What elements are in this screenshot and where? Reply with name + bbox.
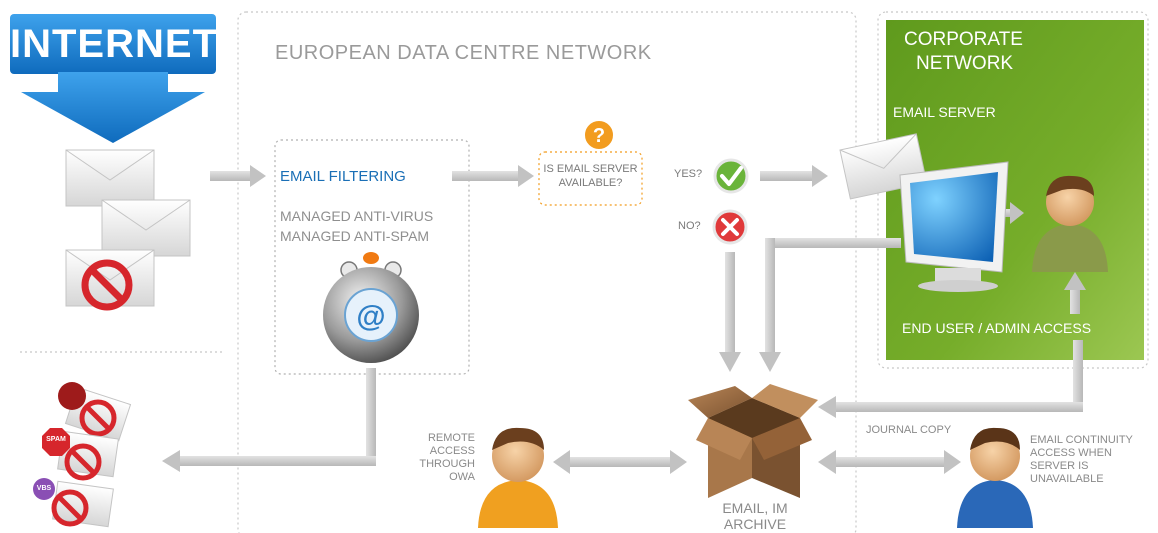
internet-arrow <box>10 14 216 143</box>
corporate-title-line2: NETWORK <box>916 53 1014 74</box>
filtering-title: EMAIL FILTERING <box>280 168 406 185</box>
continuity-line3: SERVER IS <box>1030 460 1089 472</box>
decision-question-line1: IS EMAIL SERVER <box>543 163 638 175</box>
svg-text:?: ? <box>593 125 605 147</box>
owa-user-icon <box>478 427 558 528</box>
arrow-no-to-archive <box>719 252 741 372</box>
journal-copy-label: JOURNAL COPY <box>866 424 952 436</box>
arrow-journal-copy <box>818 340 1083 418</box>
rejected-virus-envelope <box>58 382 132 442</box>
archive-line2: ARCHIVE <box>723 516 787 532</box>
filtering-box <box>274 139 470 375</box>
arrow-filter-to-rejected <box>162 368 376 472</box>
arrow-server-to-archive <box>759 238 901 372</box>
question-icon: ? <box>583 119 615 151</box>
decision-box <box>538 151 643 206</box>
filtering-antispam: MANAGED ANTI-SPAM <box>280 228 430 244</box>
arrow-internet-to-filter <box>210 165 266 187</box>
internet-label: INTERNET <box>10 22 218 66</box>
incoming-envelopes <box>65 149 191 311</box>
decision-no: NO? <box>678 220 701 232</box>
archive-box-icon <box>688 384 818 498</box>
spam-badge: SPAM <box>46 436 66 443</box>
archive-line1: EMAIL, IM <box>722 500 788 516</box>
datacentre-title: EUROPEAN DATA CENTRE NETWORK <box>275 42 652 64</box>
remote-line1: REMOTE <box>427 432 475 444</box>
continuity-line2: ACCESS WHEN <box>1030 447 1112 459</box>
decision-yes: YES? <box>674 168 703 180</box>
arrow-up-to-user <box>1064 272 1086 314</box>
monitor-icon <box>899 161 1009 292</box>
remote-line4: OWA <box>449 471 475 483</box>
envelope-icon <box>65 149 155 207</box>
datacentre-region <box>237 11 857 533</box>
vbs-badge: VBS <box>36 485 52 492</box>
envelope-icon <box>101 199 191 257</box>
arrow-owa-archive <box>553 450 687 474</box>
corporate-title-line1: CORPORATE <box>904 29 1023 50</box>
rejected-spam-envelope <box>42 428 119 481</box>
continuity-line1: EMAIL CONTINUITY <box>1030 434 1133 446</box>
no-cross-icon <box>712 209 748 245</box>
end-user-access-label: END USER / ADMIN ACCESS <box>902 320 1092 336</box>
rejected-vbs-envelope <box>33 478 114 528</box>
blocked-icon <box>81 259 133 311</box>
arrow-archive-continuity <box>818 450 961 474</box>
svg-text:@: @ <box>356 300 385 333</box>
decision-question-line2: AVAILABLE? <box>558 177 623 189</box>
email-server-label: EMAIL SERVER <box>893 104 996 120</box>
arrow-filter-to-decision <box>452 165 534 187</box>
corporate-user-icon <box>1032 175 1108 272</box>
filter-appliance-icon: @ <box>323 252 419 363</box>
envelope-icon <box>65 249 155 307</box>
filtering-antivirus: MANAGED ANTI-VIRUS <box>280 208 434 224</box>
continuity-line4: UNAVAILABLE <box>1030 473 1104 485</box>
continuity-user-icon <box>957 427 1033 528</box>
remote-line3: THROUGH <box>419 458 475 470</box>
yes-check-icon <box>713 158 749 194</box>
remote-line2: ACCESS <box>429 445 475 457</box>
arrow-yes-to-server <box>760 165 828 187</box>
